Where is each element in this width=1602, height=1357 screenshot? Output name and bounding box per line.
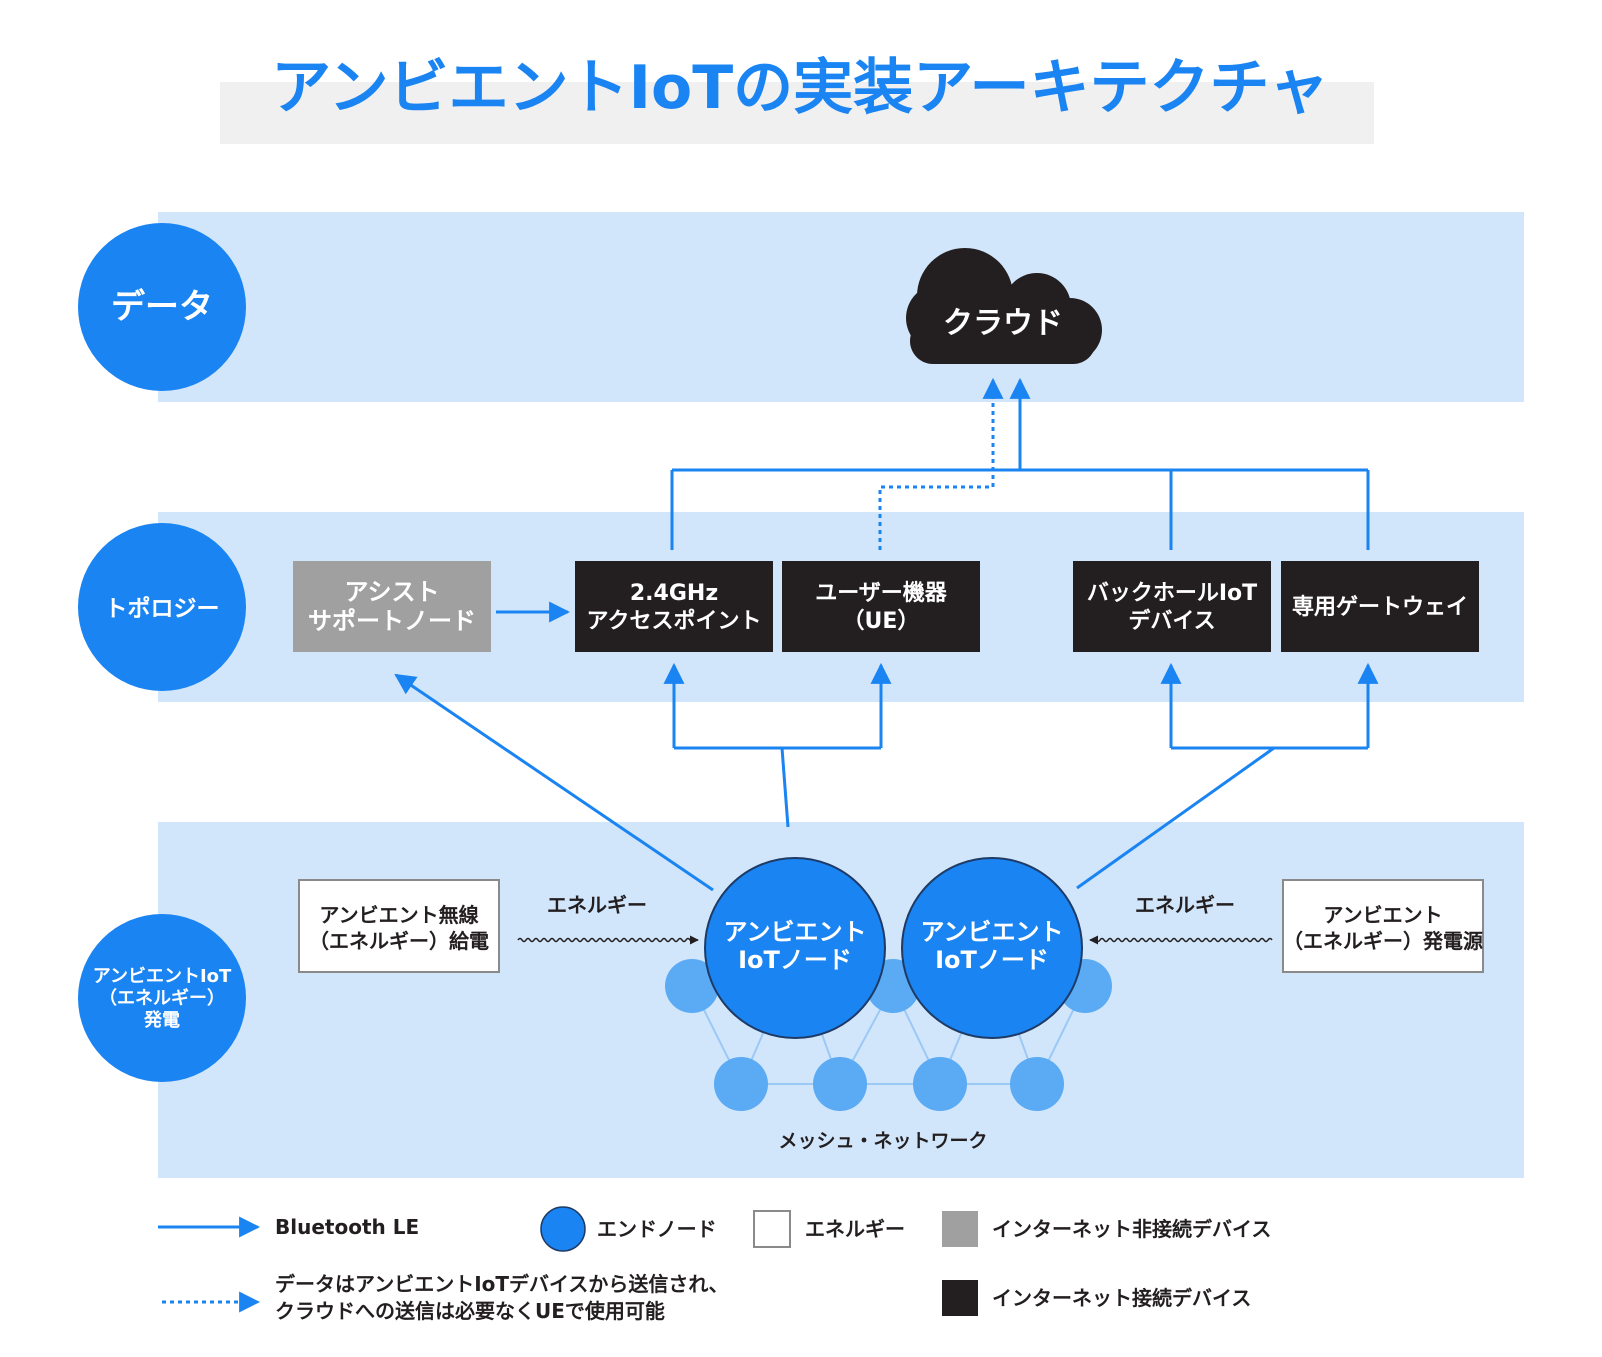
legend-end-node-swatch	[540, 1206, 586, 1252]
legend-ble-label: Bluetooth LE	[275, 1215, 419, 1239]
right-node-uplink-line	[1076, 746, 1275, 890]
wireless-power-box	[298, 879, 500, 973]
gateway-label: 専用ゲートウェイ	[1292, 595, 1468, 620]
mesh-node	[1010, 1057, 1064, 1111]
gateway-box	[1281, 561, 1479, 652]
power-layer-label-line3: 発電	[143, 1009, 180, 1031]
left-node-uplink-line	[780, 747, 790, 828]
power-layer-label-line1: アンビエントIoT	[93, 966, 232, 987]
legend-online-label: インターネット接続デバイス	[992, 1286, 1251, 1310]
power-layer-label-line2: （エネルギー）	[99, 988, 225, 1009]
legend-energy-label: エネルギー	[805, 1217, 905, 1241]
access-point-box	[575, 561, 773, 652]
access-point-label-line2: アクセスポイント	[587, 608, 762, 634]
backhaul-device-label-line1: バックホールIoT	[1087, 581, 1257, 606]
topology-layer-label: トポロジー	[105, 595, 220, 622]
assist-node-label-line1: アシスト	[344, 578, 439, 606]
topology-layer-badge	[78, 523, 246, 691]
legend-offline-swatch	[942, 1211, 978, 1247]
data-layer-badge	[78, 223, 246, 391]
wireless-power-label-line1: アンビエント無線	[319, 903, 478, 927]
ambient-node-left-label-line1: アンビエント	[723, 918, 866, 946]
energy-wave-right-arrow	[1089, 935, 1273, 945]
mesh-network-label: メッシュ・ネットワーク	[778, 1130, 987, 1152]
legend-dotted-note-line2: クラウドへの送信は必要なくUEで使用可能	[275, 1299, 665, 1323]
ambient-node-left-label-line2: IoTノード	[738, 946, 852, 974]
power-source-label-line2: （エネルギー）発電源	[1283, 929, 1483, 953]
legend-online-swatch	[942, 1280, 978, 1316]
user-equipment-label-line1: ユーザー機器	[815, 581, 948, 606]
mesh-node	[665, 959, 719, 1013]
wireless-power-label-line2: （エネルギー）給電	[309, 929, 489, 953]
cloud-label: クラウド	[943, 306, 1063, 341]
power-layer-badge	[78, 914, 246, 1082]
ambient-iot-node-left	[704, 857, 886, 1039]
page-title: アンビエントIoTの実装アーキテクチャ	[271, 53, 1329, 123]
data-layer-label: データ	[111, 287, 213, 327]
ambient-node-right-label-line1: アンビエント	[920, 918, 1063, 946]
mesh-node	[714, 1057, 768, 1111]
assist-node-label-line2: サポートノード	[308, 607, 476, 635]
backhaul-device-label-line2: デバイス	[1128, 608, 1215, 634]
mesh-node	[813, 1057, 867, 1111]
left-node-to-assist-arrow	[394, 673, 714, 892]
energy-wave-left-arrow	[517, 935, 699, 945]
energy-label-left: エネルギー	[547, 893, 647, 917]
ambient-iot-node-right	[901, 857, 1083, 1039]
energy-label-right: エネルギー	[1135, 893, 1235, 917]
user-equipment-label-line2: （UE）	[843, 609, 920, 634]
data-layer-band	[158, 212, 1524, 402]
legend-end-node-label: エンドノード	[597, 1217, 717, 1241]
cloud-icon	[906, 248, 1102, 364]
mesh-node	[913, 1057, 967, 1111]
access-point-label-line1: 2.4GHz	[630, 581, 718, 606]
title-backdrop	[220, 82, 1374, 144]
user-equipment-box	[782, 561, 980, 652]
legend-energy-swatch	[753, 1210, 791, 1248]
legend-offline-label: インターネット非接続デバイス	[992, 1217, 1271, 1241]
ambient-node-right-label-line2: IoTノード	[935, 946, 1049, 974]
power-source-label-line1: アンビエント	[1323, 903, 1442, 927]
legend-dotted-note-line1: データはアンビエントIoTデバイスから送信され、	[275, 1272, 729, 1296]
power-source-box	[1282, 879, 1484, 973]
backhaul-device-box	[1073, 561, 1271, 652]
assist-node-box	[293, 561, 491, 652]
